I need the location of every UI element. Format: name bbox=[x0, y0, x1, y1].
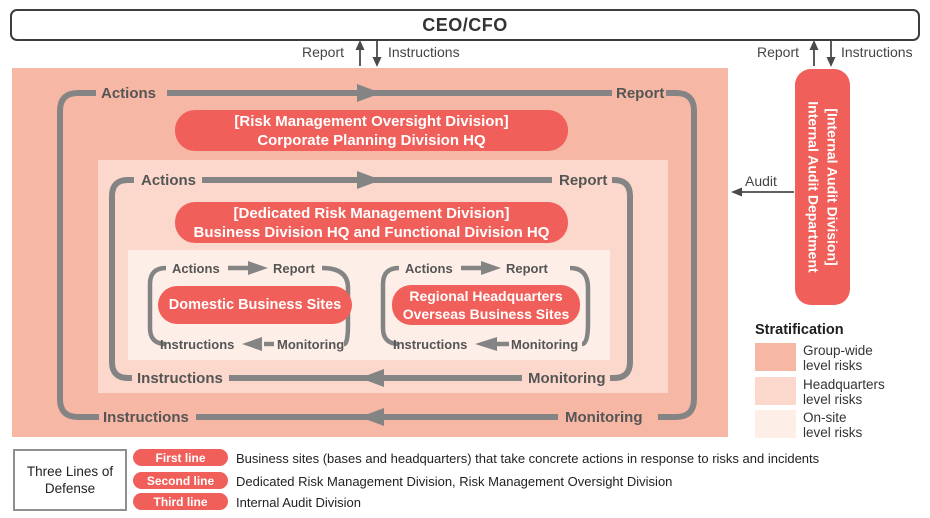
domestic-report-label: Report bbox=[273, 261, 315, 276]
domestic-monitoring-label: Monitoring bbox=[277, 337, 345, 352]
dedicated-risk-line2: Business Division HQ and Functional Divi… bbox=[193, 223, 550, 241]
first-line-badge: First line bbox=[133, 449, 228, 466]
instructions-label-right: Instructions bbox=[841, 44, 913, 60]
second-line-badge: Second line bbox=[133, 472, 228, 489]
regional-line1: Regional Headquarters bbox=[409, 288, 563, 304]
risk-oversight-division-box: [Risk Management Oversight Division] Cor… bbox=[175, 110, 568, 151]
second-line-text: Dedicated Risk Management Division, Risk… bbox=[236, 474, 673, 489]
regional-line2: Overseas Business Sites bbox=[402, 306, 570, 322]
outer-instructions-label: Instructions bbox=[103, 409, 189, 426]
mid-monitoring-label: Monitoring bbox=[528, 370, 606, 387]
report-label-left: Report bbox=[302, 44, 345, 60]
risk-oversight-line1: [Risk Management Oversight Division] bbox=[234, 112, 509, 130]
internal-audit-line2: Internal Audit Department bbox=[805, 101, 822, 273]
internal-audit-line1: [Internal Audit Division] bbox=[824, 108, 841, 266]
three-lines-title-2: Defense bbox=[44, 481, 96, 496]
outer-actions-label: Actions bbox=[101, 85, 157, 102]
domestic-actions-label: Actions bbox=[172, 261, 220, 276]
internal-audit-text: [Internal Audit Division] Internal Audit… bbox=[795, 69, 850, 305]
regional-headquarters-box: Regional Headquarters Overseas Business … bbox=[392, 285, 580, 325]
third-line-text: Internal Audit Division bbox=[236, 495, 362, 510]
loop-arrowheads bbox=[242, 84, 501, 426]
domestic-instructions-label: Instructions bbox=[160, 337, 235, 352]
outer-loop-path bbox=[57, 90, 697, 420]
regional-actions-label: Actions bbox=[405, 261, 453, 276]
legend-label-headquarters: Headquarters level risks bbox=[803, 377, 885, 407]
ceo-cfo-label: CEO/CFO bbox=[422, 14, 508, 35]
risk-oversight-line2: Corporate Planning Division HQ bbox=[257, 131, 486, 149]
legend-label-onsite: On-site level risks bbox=[803, 410, 863, 440]
legend-swatch-group-wide bbox=[755, 343, 796, 371]
audit-label: Audit bbox=[745, 173, 777, 189]
three-lines-title-1: Three Lines of bbox=[26, 464, 114, 479]
internal-audit-box: [Internal Audit Division] Internal Audit… bbox=[795, 69, 850, 305]
regional-report-label: Report bbox=[506, 261, 548, 276]
ceo-cfo-box: CEO/CFO bbox=[10, 9, 920, 41]
thin-arrowheads bbox=[355, 40, 836, 197]
report-label-right: Report bbox=[757, 44, 800, 60]
legend-label-group-wide: Group-wide level risks bbox=[803, 343, 873, 373]
three-lines-of-defense-box: Three Lines of Defense bbox=[13, 449, 127, 511]
first-line-text: Business sites (bases and headquarters) … bbox=[236, 451, 820, 466]
mid-report-label: Report bbox=[559, 172, 608, 189]
legend-swatch-headquarters bbox=[755, 377, 796, 405]
report-instruction-arrows bbox=[359, 41, 832, 193]
regional-instructions-label: Instructions bbox=[393, 337, 468, 352]
mid-instructions-label: Instructions bbox=[137, 370, 223, 387]
regional-loop-path bbox=[380, 265, 591, 347]
domestic-sites-label: Domestic Business Sites bbox=[168, 296, 342, 313]
third-line-badge: Third line bbox=[133, 493, 228, 510]
mid-actions-label: Actions bbox=[141, 172, 197, 189]
legend-title: Stratification bbox=[755, 322, 844, 338]
instructions-label-left: Instructions bbox=[388, 44, 460, 60]
domestic-business-sites-box: Domestic Business Sites bbox=[158, 286, 352, 324]
outer-monitoring-label: Monitoring bbox=[565, 409, 643, 426]
legend-swatch-onsite bbox=[755, 410, 796, 438]
dedicated-risk-line1: [Dedicated Risk Management Division] bbox=[233, 204, 510, 222]
regional-monitoring-label: Monitoring bbox=[511, 337, 579, 352]
dedicated-risk-division-box: [Dedicated Risk Management Division] Bus… bbox=[175, 202, 568, 243]
outer-report-label: Report bbox=[616, 85, 665, 102]
